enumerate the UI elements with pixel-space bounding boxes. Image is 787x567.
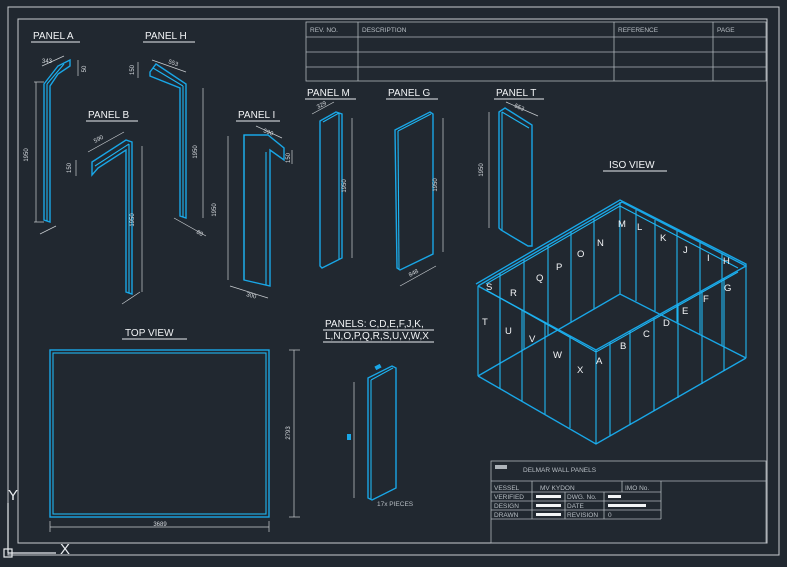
dim-h-width: 553 — [167, 59, 179, 68]
drawn-label: DRAWN — [494, 512, 519, 519]
iso-label-x: X — [577, 365, 584, 376]
panel-i-title: PANEL I — [238, 110, 275, 121]
panel-b-drawing: 1950 590 150 — [67, 131, 143, 305]
iso-view-drawing — [475, 199, 747, 445]
dim-top-height: 2793 — [286, 426, 292, 440]
dim-i-height: 1950 — [212, 203, 218, 217]
iso-label-v: V — [529, 334, 536, 345]
iso-label-a: A — [596, 356, 603, 367]
iso-label-n: N — [597, 238, 604, 249]
dim-g-width: 848 — [408, 268, 420, 278]
dim-a-width: 343 — [42, 59, 53, 65]
revision-table: REV. NO. DESCRIPTION REFERENCE PAGE — [305, 21, 767, 82]
iso-label-p: P — [556, 262, 562, 273]
generic-panel-drawing: 17x PIECES — [347, 363, 414, 508]
dim-a-height: 1950 — [24, 148, 30, 162]
panel-i-drawing: 1950 590 150 300 — [212, 125, 293, 301]
iso-label-i: I — [707, 253, 710, 264]
vessel-value: MV KYDON — [540, 485, 575, 492]
dim-b-height: 1950 — [130, 213, 136, 227]
title-block: DELMAR WALL PANELS VESSEL MV KYDON IMO N… — [490, 460, 767, 544]
iso-label-w: W — [553, 350, 562, 361]
ucs-axis-icon: Y X — [3, 487, 70, 558]
dim-t-width: 553 — [513, 103, 525, 113]
header-page: PAGE — [717, 27, 735, 34]
x-axis-label: X — [60, 541, 70, 558]
iso-label-r: R — [510, 288, 517, 299]
dim-i-base: 300 — [245, 292, 257, 301]
dim-h-lip: 150 — [130, 64, 136, 75]
panel-m-drawing: 1950 329 — [311, 100, 353, 269]
panels-list-line1: PANELS: C,D,E,F,J,K, — [325, 319, 424, 330]
date-label: DATE — [567, 503, 585, 510]
dim-h-height: 1950 — [193, 145, 199, 159]
dim-h-base: 80 — [195, 230, 204, 239]
dim-m-height: 1950 — [342, 179, 348, 193]
header-description: DESCRIPTION — [362, 27, 407, 34]
iso-label-o: O — [577, 249, 584, 260]
outer-frame — [7, 6, 780, 556]
pieces-note: 17x PIECES — [377, 501, 414, 508]
top-view-drawing: 3689 2793 — [49, 349, 300, 532]
dim-g-height: 1950 — [433, 178, 439, 192]
design-label: DESIGN — [494, 503, 519, 510]
dim-i-lip: 150 — [286, 152, 292, 163]
dim-i-width: 590 — [262, 128, 274, 138]
dwg-no-label: DWG. No. — [567, 494, 597, 501]
panel-g-title: PANEL G — [388, 88, 430, 99]
iso-view-title: ISO VIEW — [609, 160, 655, 171]
panel-m-title: PANEL M — [307, 88, 350, 99]
iso-label-d: D — [663, 318, 670, 329]
iso-label-l: L — [637, 222, 642, 233]
verified-label: VERIFIED — [494, 494, 524, 501]
dim-b-lip: 150 — [67, 162, 73, 173]
imo-label: IMO No. — [625, 485, 649, 492]
iso-label-s: S — [486, 282, 492, 293]
panel-t-drawing: 1950 553 — [479, 101, 539, 247]
iso-label-j: J — [683, 245, 688, 256]
header-reference: REFERENCE — [618, 27, 659, 34]
panel-a-title: PANEL A — [33, 31, 74, 42]
panel-t-title: PANEL T — [496, 88, 536, 99]
vessel-label: VESSEL — [494, 485, 520, 492]
dim-b-width: 590 — [93, 134, 105, 144]
iso-label-e: E — [682, 306, 688, 317]
panel-h-title: PANEL H — [145, 31, 187, 42]
iso-label-f: F — [703, 294, 709, 305]
iso-label-u: U — [505, 326, 512, 337]
iso-labels: A B C D E F G H I J K L M N O P Q R S T … — [482, 219, 731, 376]
project-title: DELMAR WALL PANELS — [523, 467, 597, 474]
panel-g-drawing: 1950 848 — [394, 111, 444, 287]
iso-label-g: G — [724, 283, 731, 294]
panel-h-drawing: 1950 553 150 80 — [130, 59, 207, 239]
iso-label-m: M — [618, 219, 626, 230]
dim-m-width: 329 — [316, 100, 328, 110]
iso-label-b: B — [620, 341, 626, 352]
revision-value: 0 — [608, 512, 612, 519]
iso-label-k: K — [660, 233, 667, 244]
y-axis-label: Y — [8, 487, 18, 504]
panels-list-line2: L,N,O,P,Q,R,S,U,V,W,X — [325, 331, 429, 342]
panel-b-title: PANEL B — [88, 110, 129, 121]
iso-label-c: C — [643, 329, 650, 340]
iso-label-h: H — [723, 256, 730, 267]
dim-top-width: 3689 — [153, 522, 167, 528]
header-rev-no: REV. NO. — [310, 27, 338, 34]
revision-label: REVISION — [567, 512, 598, 519]
iso-label-t: T — [482, 317, 488, 328]
dim-t-height: 1950 — [479, 163, 485, 177]
dim-a-lip: 50 — [82, 65, 88, 72]
panel-a-drawing: 1950 343 50 — [24, 55, 88, 235]
iso-label-q: Q — [536, 273, 543, 284]
inner-frame — [17, 18, 768, 544]
top-view-title: TOP VIEW — [125, 328, 174, 339]
